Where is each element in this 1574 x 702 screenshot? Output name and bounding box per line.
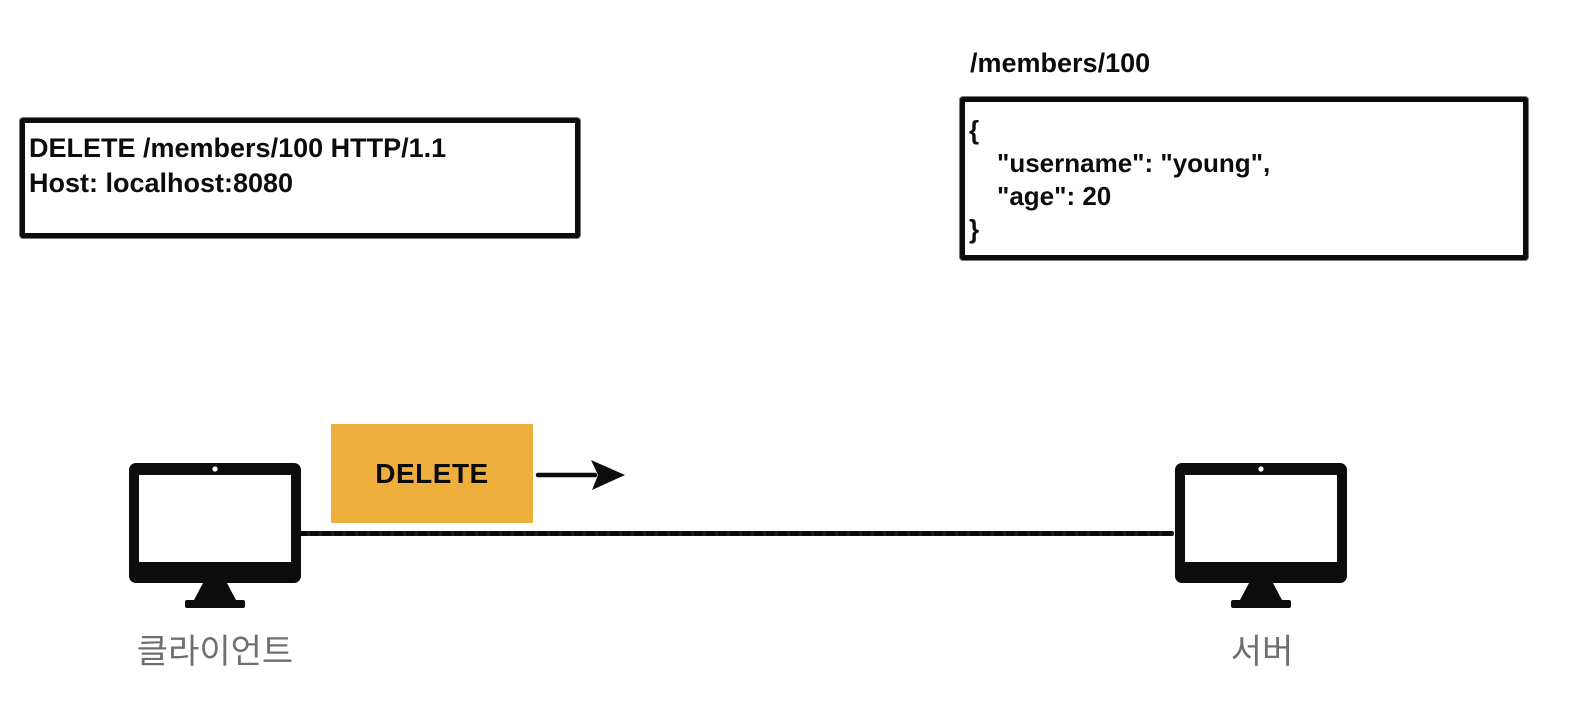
arrow-right-icon	[535, 460, 625, 490]
resource-path-label: /members/100	[970, 48, 1151, 78]
method-badge: DELETE	[331, 424, 533, 523]
json-line-open-brace: {	[969, 115, 980, 145]
resource-json-box: { "username": "young", "age": 20 }	[960, 97, 1528, 260]
connection-line	[298, 531, 1174, 536]
json-line-close-brace: }	[969, 214, 980, 244]
http-request-box: DELETE /members/100 HTTP/1.1 Host: local…	[20, 118, 580, 238]
monitor-icon	[129, 463, 301, 608]
method-badge-label: DELETE	[375, 457, 489, 489]
server-label: 서버	[1230, 633, 1294, 671]
client-label: 클라이언트	[136, 633, 294, 671]
http-request-line-2: Host: localhost:8080	[29, 168, 294, 198]
json-line-age: "age": 20	[997, 181, 1112, 211]
json-line-username: "username": "young",	[997, 148, 1271, 178]
monitor-icon	[1175, 463, 1347, 608]
http-request-line-1: DELETE /members/100 HTTP/1.1	[29, 133, 447, 163]
